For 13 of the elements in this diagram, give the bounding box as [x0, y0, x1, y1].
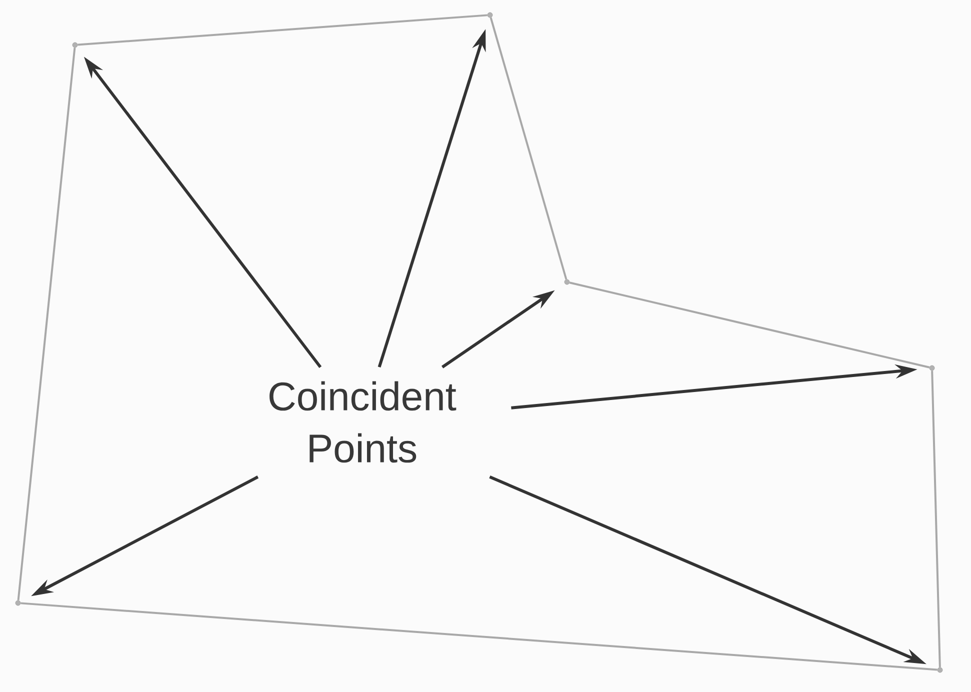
polygon-side	[78, 14, 488, 46]
polygon-side	[20, 602, 938, 671]
vertex-point	[564, 279, 570, 285]
polygon-side	[490, 17, 568, 280]
vertex-point	[487, 12, 493, 18]
vertex-point	[15, 600, 21, 606]
vertex-point	[929, 365, 935, 371]
polygon-side	[931, 370, 941, 668]
vertex-point	[937, 667, 943, 673]
vertex-point	[72, 42, 78, 48]
node-label: Coincident Points	[270, 381, 456, 463]
polygon-side	[17, 48, 76, 600]
polygon-side	[569, 282, 930, 368]
